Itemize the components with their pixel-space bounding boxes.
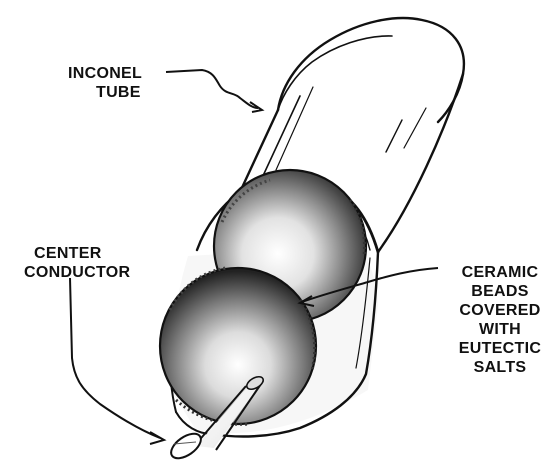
inconel-tube-label-line1: INCONEL — [68, 64, 142, 83]
center-conductor-label: CENTER CONDUCTOR — [24, 244, 130, 282]
ceramic-beads-label-line2: BEADS — [448, 282, 552, 301]
center-conductor-label-line2: CONDUCTOR — [24, 263, 130, 282]
ceramic-beads-label-line1: CERAMIC — [448, 263, 552, 282]
ceramic-beads-label-line6: SALTS — [448, 358, 552, 377]
inconel-tube-label: INCONEL TUBE — [68, 64, 142, 102]
ceramic-beads-label-line4: WITH — [448, 320, 552, 339]
ceramic-beads-label-line3: COVERED — [448, 301, 552, 320]
ceramic-beads-label: CERAMIC BEADS COVERED WITH EUTECTIC SALT… — [448, 263, 552, 377]
inconel-tube-label-line2: TUBE — [68, 83, 142, 102]
tube-top-rim — [278, 18, 464, 122]
ceramic-beads-label-line5: EUTECTIC — [448, 339, 552, 358]
leader-conductor — [70, 278, 160, 438]
center-conductor-label-line1: CENTER — [24, 244, 130, 263]
leader-tube — [166, 70, 258, 108]
tube-right-edge — [378, 74, 463, 252]
